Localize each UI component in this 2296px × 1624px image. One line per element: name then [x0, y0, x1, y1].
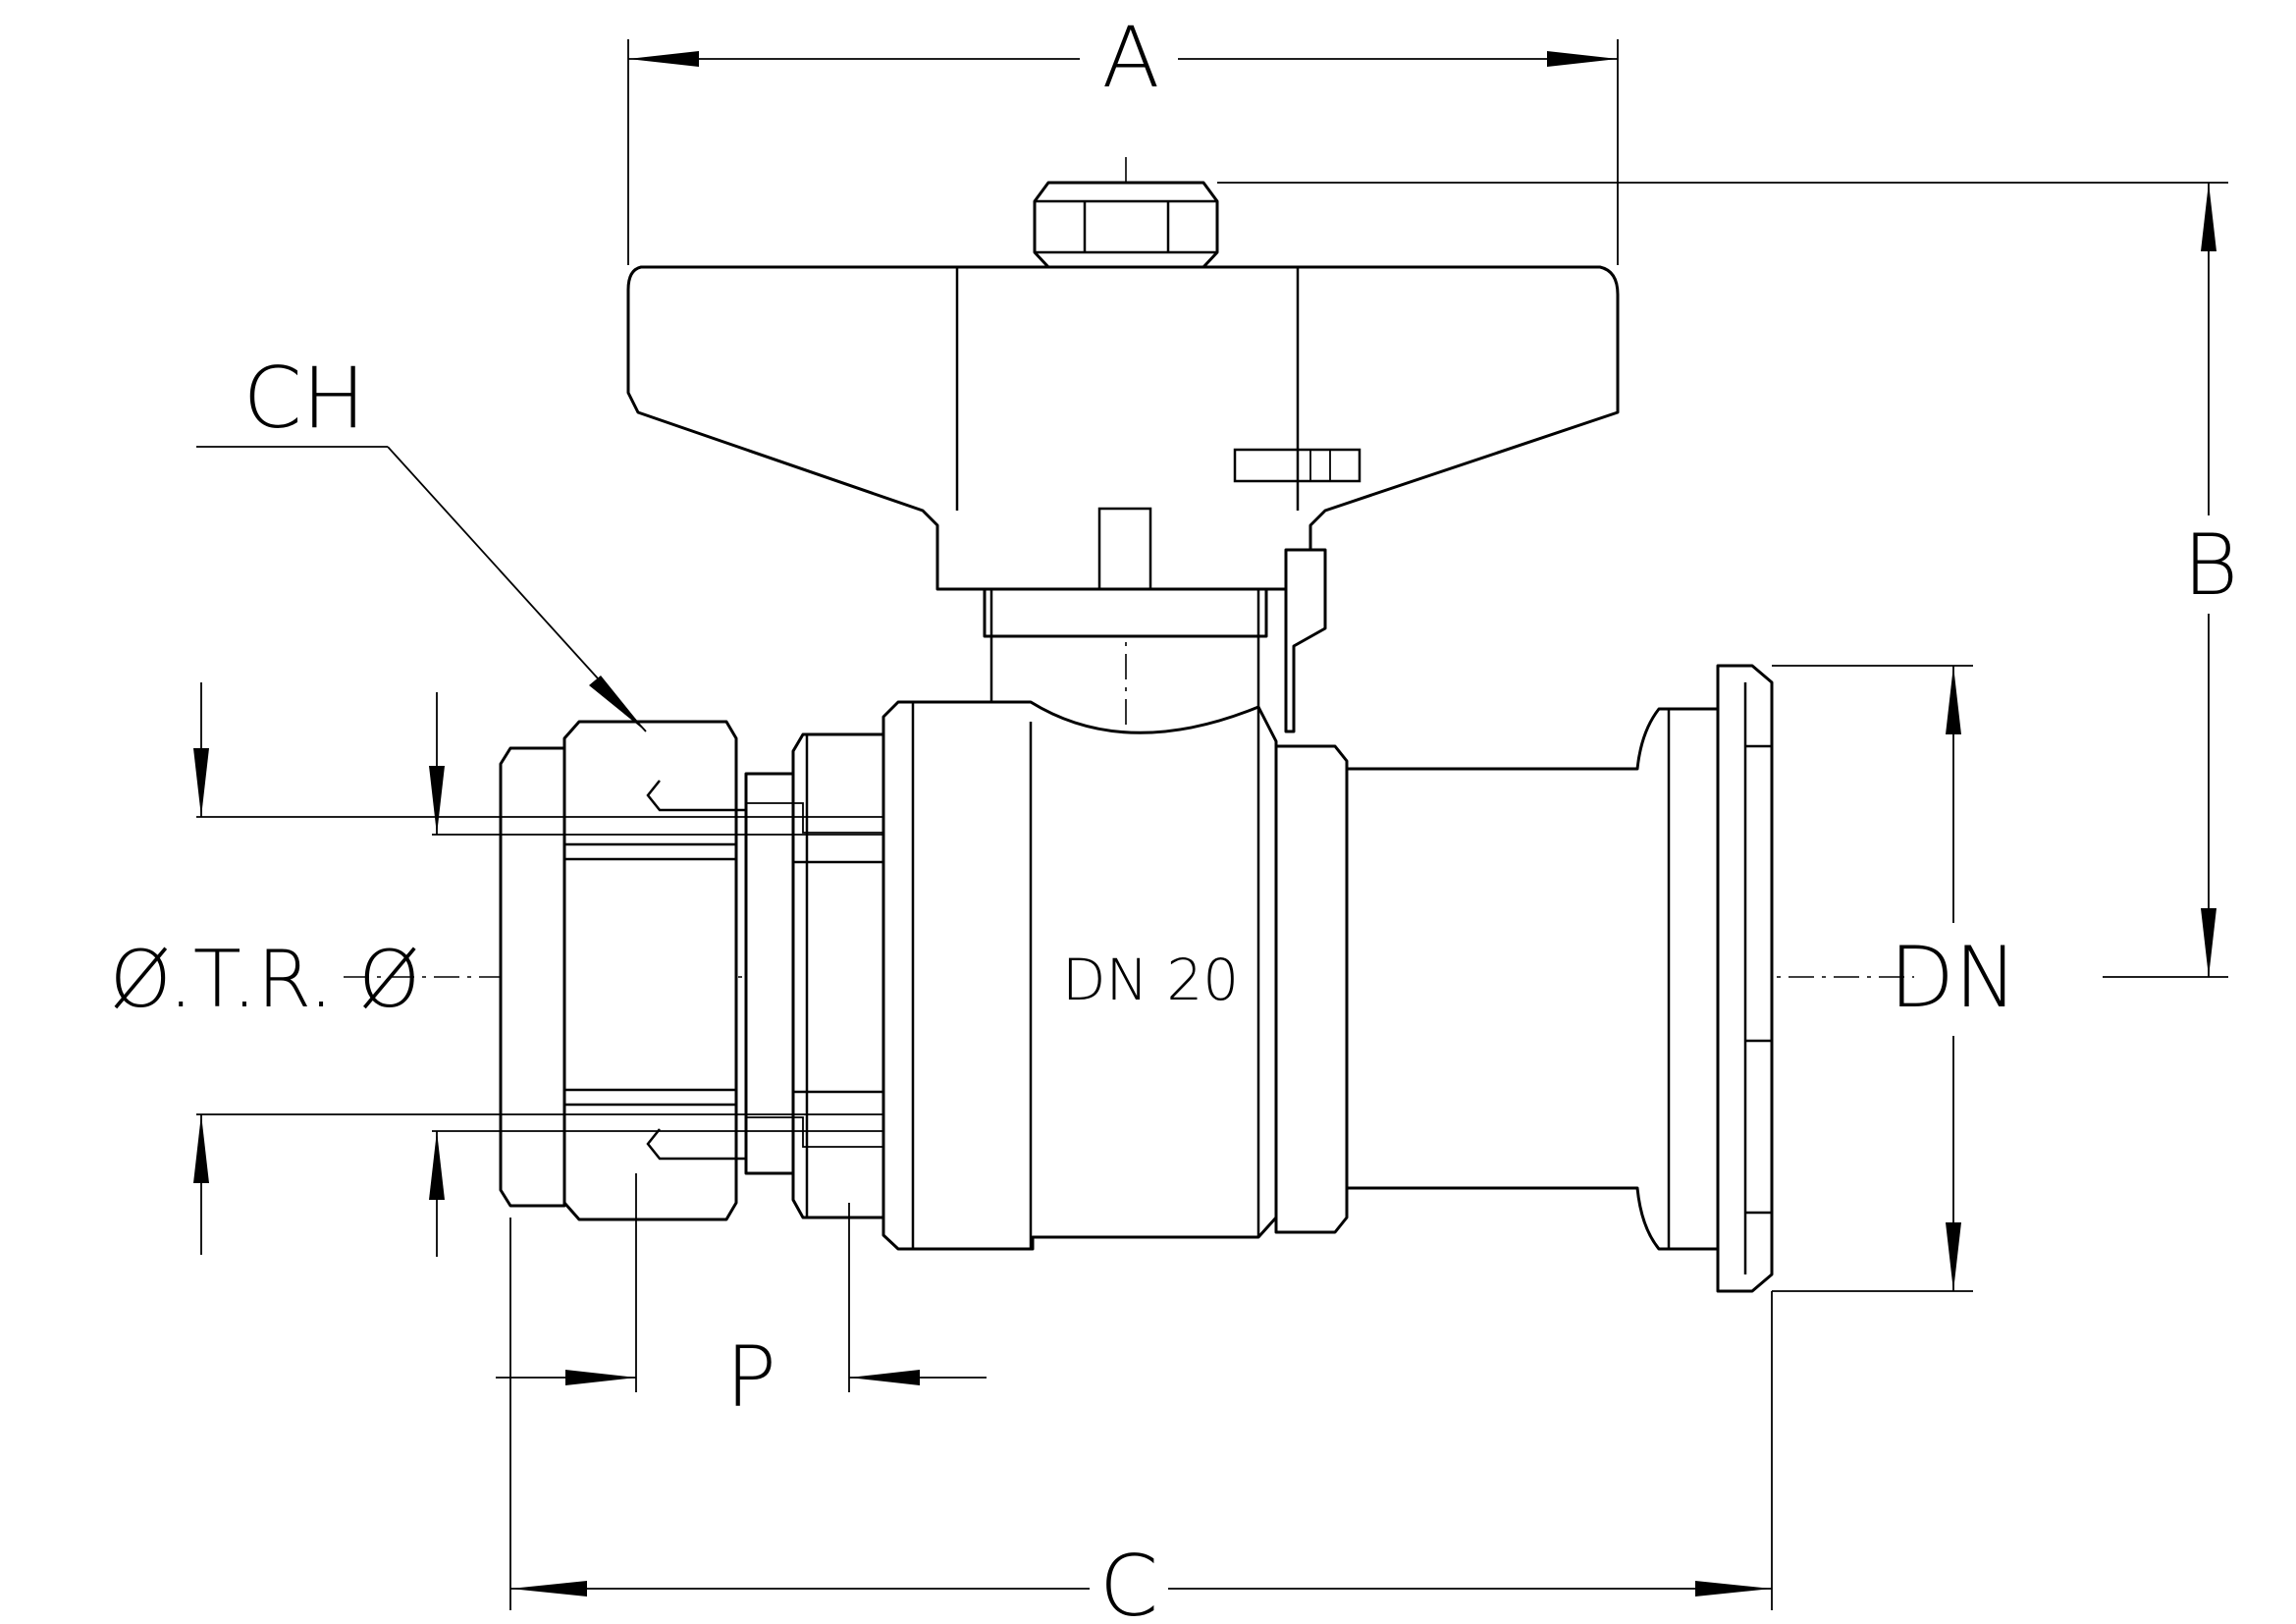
dimension-a: A: [627, 9, 1619, 265]
label-b: B: [2183, 516, 2238, 615]
press-connection: [1274, 664, 1774, 1293]
compression-nut: [499, 720, 885, 1221]
dimension-b: B: [1217, 182, 2238, 978]
label-c: C: [1099, 1538, 1158, 1624]
label-otr: Ø.T.R. Ø: [110, 934, 421, 1025]
dimension-dn: DN: [1772, 665, 2018, 1292]
dimension-otr: Ø.T.R. Ø: [110, 682, 883, 1257]
label-ch-leader: CH: [196, 350, 647, 732]
dimension-p: P: [496, 1173, 987, 1427]
valve-handle: [626, 181, 1620, 733]
dimension-c: C: [509, 1218, 1773, 1624]
label-p: P: [725, 1328, 776, 1427]
label-a: A: [1102, 9, 1160, 107]
label-ch: CH: [243, 350, 366, 448]
label-dn: DN: [1890, 929, 2018, 1027]
valve-body: [881, 700, 1278, 1251]
body-stamp-dn-20: DN 20: [1062, 947, 1239, 1013]
